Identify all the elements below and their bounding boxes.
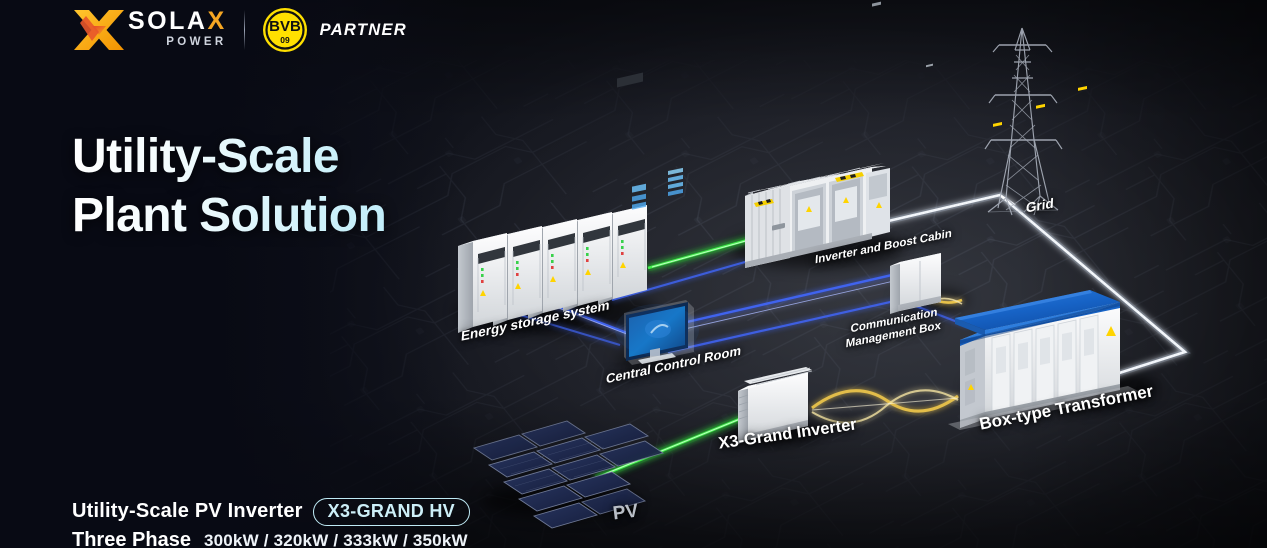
x3-grand-inverter: [738, 222, 813, 444]
solax-x-logo-icon: [74, 10, 124, 50]
ac-line-gold-helix: [811, 389, 959, 424]
phase-label: Three Phase: [72, 528, 191, 548]
transmission-tower: [984, 27, 1063, 216]
product-spec-row-1: Utility-Scale PV Inverter X3-GRAND HV: [72, 498, 470, 526]
svg-text:09: 09: [280, 35, 290, 45]
background-left-fade: [0, 0, 470, 548]
brand-divider: [243, 10, 245, 50]
svg-text:BVB: BVB: [269, 18, 301, 35]
page-title-line-2: Plant Solution: [72, 187, 542, 246]
pv-array: [472, 420, 665, 529]
brand-tagline: POWER: [166, 36, 227, 49]
product-type-label: Utility-Scale PV Inverter: [72, 500, 303, 523]
product-spec-row-2: Three Phase 300kW / 320kW / 333kW / 350k…: [72, 529, 470, 548]
power-ratings-label: 300kW / 320kW / 333kW / 350kW: [203, 530, 468, 548]
box-type-transformer: [948, 85, 1140, 430]
dc-line-pv-to-inverter: [594, 414, 744, 482]
dc-line-storage-to-cabin: [647, 232, 763, 272]
inverter-boost-cabin: [745, 1, 890, 268]
partner-label: PARTNER: [319, 20, 407, 39]
model-badge: X3-GRAND HV: [312, 498, 470, 526]
page-title-line-1: Utility-Scale: [72, 128, 542, 187]
bvb-club-badge-icon: BVB 09: [262, 8, 307, 52]
label-pv: PV: [611, 500, 640, 525]
control-room-monitor: [615, 167, 699, 365]
communication-management-box: [890, 63, 941, 314]
product-spec-block: Utility-Scale PV Inverter X3-GRAND HV Th…: [72, 498, 470, 548]
brand-name-text: SOLA: [128, 7, 208, 36]
brand-name-accent: X: [207, 7, 227, 36]
ac-line-sparkle: [883, 194, 1187, 393]
page-title: Utility-Scale Plant Solution: [72, 128, 542, 245]
energy-storage-cabinets: [458, 72, 647, 333]
